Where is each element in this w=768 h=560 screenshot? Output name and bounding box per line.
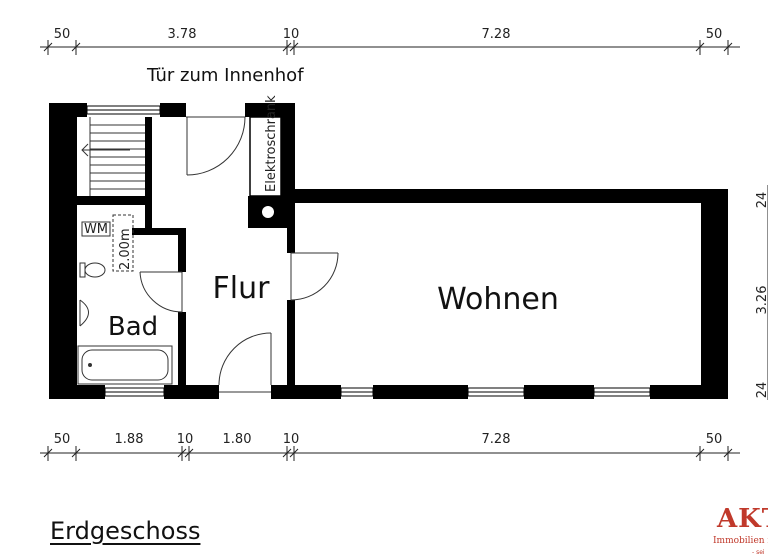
top-dim-0: 50 — [54, 27, 71, 42]
right-dim-2: 24 — [755, 382, 768, 399]
electrical-cabinet-label: Elektroschrank — [264, 95, 279, 192]
washing-machine-label: WM — [84, 222, 108, 237]
bottom-dimension-line — [40, 446, 740, 461]
staircase — [81, 117, 145, 196]
windows — [86, 105, 651, 397]
top-dim-1: 3.78 — [168, 27, 197, 42]
top-dim-4: 50 — [706, 27, 723, 42]
bottom-dim-2: 10 — [177, 432, 194, 447]
room-label-wohnen: Wohnen — [437, 282, 559, 317]
bottom-dim-3: 1.80 — [223, 432, 252, 447]
brand-logo: AKT — [717, 504, 768, 534]
bottom-dim-4: 10 — [283, 432, 300, 447]
floor-title: Erdgeschoss — [50, 517, 201, 545]
walls — [49, 103, 728, 399]
ceiling-height-box — [112, 214, 134, 272]
brand-logo-small: - sei — [752, 549, 765, 556]
right-dim-0: 24 — [755, 192, 768, 209]
ceiling-height-label: 2.00m — [118, 228, 133, 270]
bathroom-fixtures — [77, 221, 173, 385]
room-label-flur: Flur — [213, 271, 271, 306]
brand-logo-subtext: Immobilien in — [713, 536, 768, 546]
courtyard-door-label: Tür zum Innenhof — [147, 65, 304, 86]
room-label-bad: Bad — [108, 312, 158, 342]
right-dim-1: 3.26 — [755, 286, 768, 315]
top-dim-2: 10 — [283, 27, 300, 42]
bottom-dim-6: 50 — [706, 432, 723, 447]
bottom-dim-1: 1.88 — [115, 432, 144, 447]
bottom-dim-0: 50 — [54, 432, 71, 447]
top-dim-3: 7.28 — [482, 27, 511, 42]
top-dimension-line — [40, 40, 740, 55]
doors — [139, 116, 339, 393]
electrical-cabinet — [249, 116, 282, 197]
chimney-icon — [262, 206, 274, 218]
bottom-dim-5: 7.28 — [482, 432, 511, 447]
